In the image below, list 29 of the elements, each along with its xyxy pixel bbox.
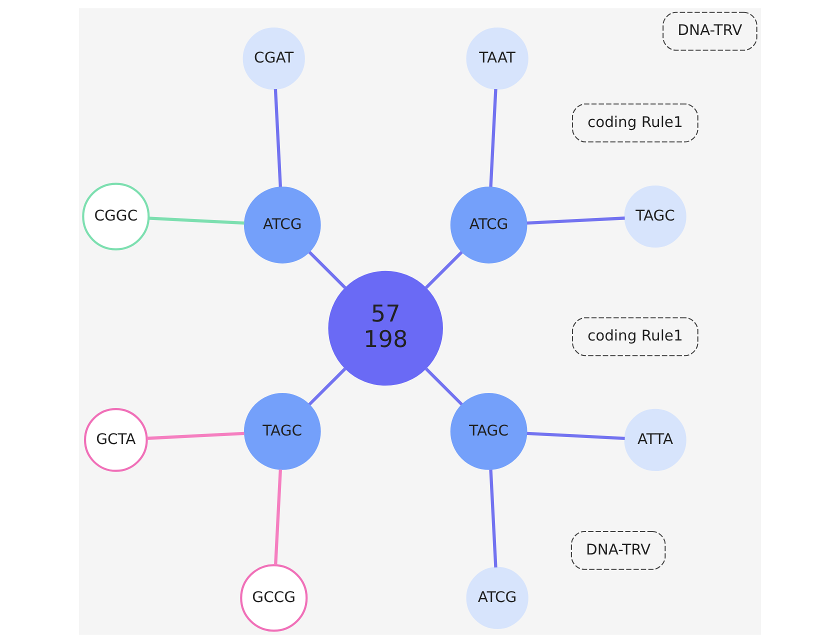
connector [148, 216, 244, 225]
node-circle: ATCG [244, 186, 321, 264]
node-box: coding Rule1 [572, 103, 698, 142]
node-circle: TAGC [244, 393, 321, 470]
node-circle: CGAT [242, 28, 305, 90]
connector [308, 250, 346, 289]
node-circle: ATCG [466, 566, 528, 630]
node-circle: GCTA [84, 408, 148, 472]
node-circle: ATCG [450, 186, 528, 264]
connector [526, 432, 625, 440]
connector [424, 368, 463, 406]
node-circle: 57 198 [328, 270, 443, 386]
node-box: DNA-TRV [662, 12, 758, 51]
node-circle: GCCG [240, 564, 308, 632]
connector [489, 89, 498, 187]
connector [526, 216, 625, 225]
connector [424, 250, 463, 289]
connector [489, 470, 498, 568]
node-circle: CGGC [82, 182, 150, 250]
node-circle: TAGC [624, 186, 686, 248]
connector [274, 89, 282, 187]
connector [308, 368, 346, 406]
node-circle: ATTA [624, 408, 686, 472]
node-circle: TAGC [450, 393, 528, 470]
node-box: coding Rule1 [572, 317, 698, 356]
connector [146, 432, 244, 440]
connector [274, 470, 282, 566]
node-box: DNA-TRV [570, 530, 666, 570]
node-circle: TAAT [466, 28, 528, 90]
